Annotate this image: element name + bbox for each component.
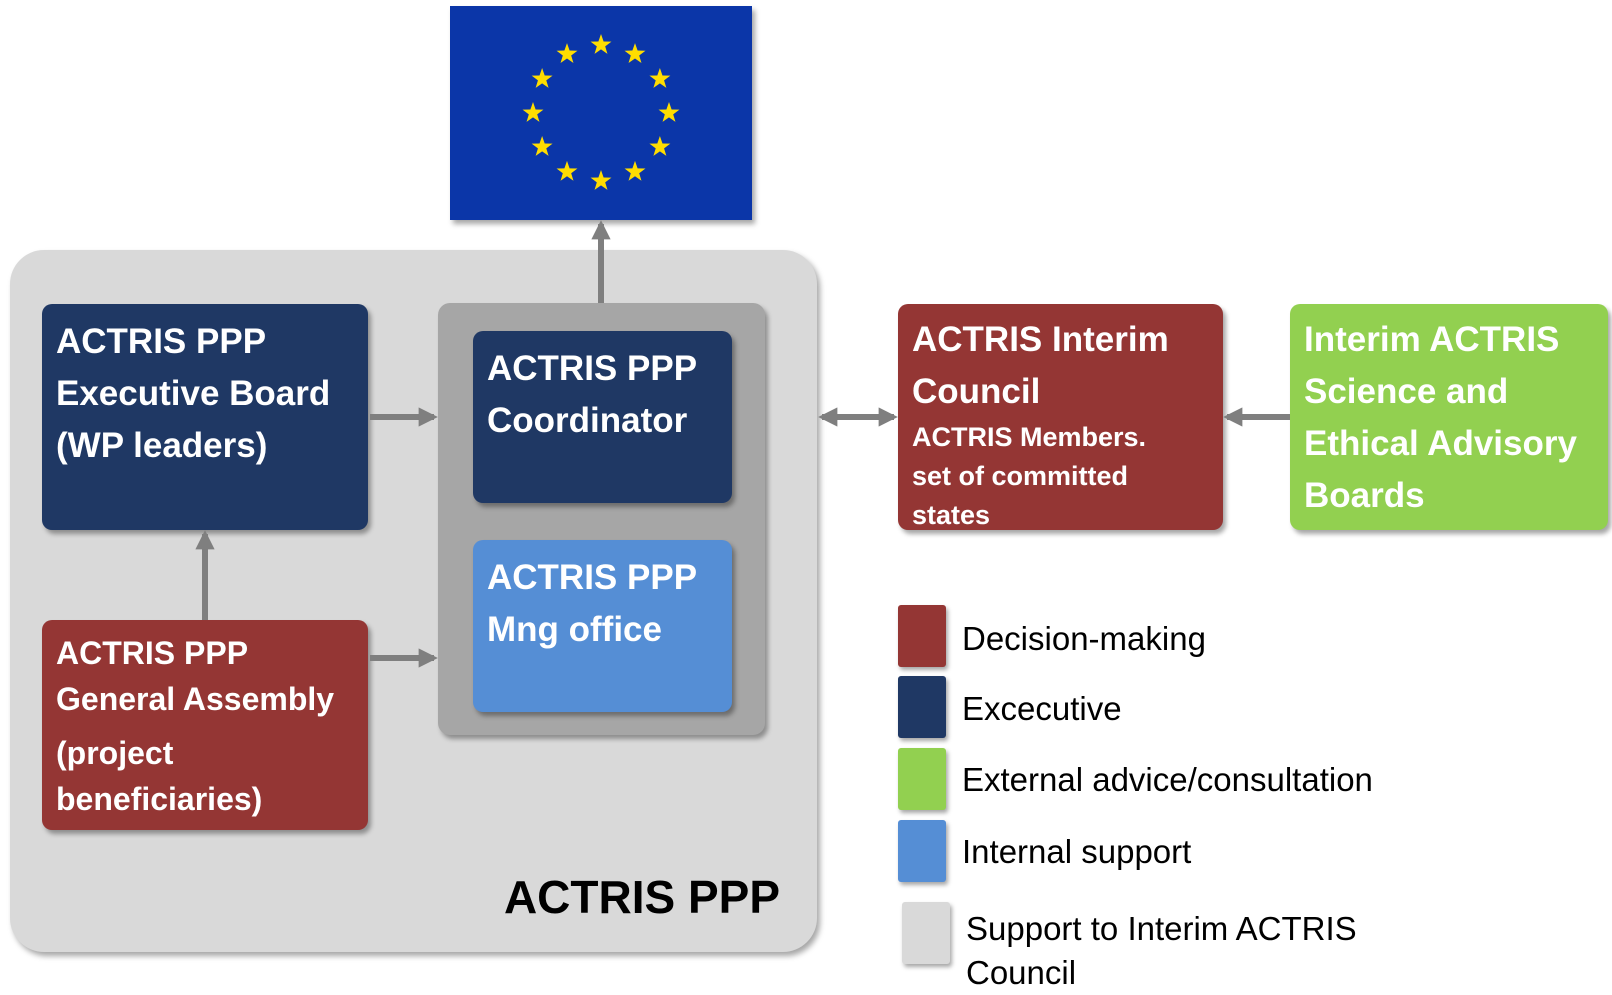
coordinator-box: ACTRIS PPP Coordinator [473,331,732,503]
star-icon [624,43,646,64]
executive-board-box: ACTRIS PPP Executive Board (WP leaders) [42,304,368,530]
executive-board-line: Executive Board [56,374,331,413]
advisory-boards-line: Boards [1304,476,1425,515]
legend-label-support-line: Council [966,954,1077,991]
star-icon [522,102,544,122]
star-icon [658,102,680,122]
star-icon [590,34,612,54]
eu-flag-icon [450,6,752,220]
legend-label-external: External advice/consultation [962,761,1373,798]
interim-council-detail: ACTRIS Members. [912,422,1147,452]
general-assembly-line: ACTRIS PPP [56,635,249,671]
executive-board-line: (WP leaders) [56,426,268,465]
interim-council-box: ACTRIS Interim Council ACTRIS Members. s… [898,304,1223,530]
legend-label-support: Support to Interim ACTRIS Council [966,907,1357,995]
legend-swatch-external [898,748,946,810]
advisory-boards-line: Science and [1304,372,1509,411]
coordinator-line: ACTRIS PPP [487,349,698,388]
legend-swatch-decision [898,605,946,667]
eu-flag-stars [522,34,680,190]
legend-swatch-executive [898,676,946,738]
star-icon [649,136,671,156]
star-icon [649,68,671,88]
legend-label-decision: Decision-making [962,620,1206,657]
star-icon [556,160,578,181]
advisory-boards-line: Ethical Advisory [1304,424,1577,463]
mng-office-line: ACTRIS PPP [487,558,698,597]
coordinator-line: Coordinator [487,401,688,440]
advisory-boards-line: Interim ACTRIS [1304,320,1560,359]
legend-label-support-line: Support to Interim ACTRIS [966,910,1357,947]
legend-label-internal: Internal support [962,833,1192,870]
mng-office-box: ACTRIS PPP Mng office [473,540,732,712]
executive-board-line: ACTRIS PPP [56,322,267,361]
star-icon [624,160,646,181]
general-assembly-line: General Assembly [56,681,335,717]
star-icon [531,136,553,156]
star-icon [556,43,578,64]
star-icon [590,170,612,190]
mng-office-line: Mng office [487,610,662,649]
general-assembly-line: beneficiaries) [56,781,263,817]
star-icon [531,68,553,88]
interim-council-title: ACTRIS Interim [912,320,1169,359]
panel-title: ACTRIS PPP [503,871,780,923]
general-assembly-box: ACTRIS PPP General Assembly (project ben… [42,620,368,830]
general-assembly-line: (project [56,735,174,771]
legend-swatch-internal [898,820,946,882]
interim-council-detail: set of committed [912,461,1129,491]
advisory-boards-box: Interim ACTRIS Science and Ethical Advis… [1290,304,1608,530]
interim-council-detail: states [912,500,991,530]
legend-swatch-support [902,902,950,964]
interim-council-title: Council [912,372,1041,411]
legend-label-executive: Excecutive [962,690,1122,727]
